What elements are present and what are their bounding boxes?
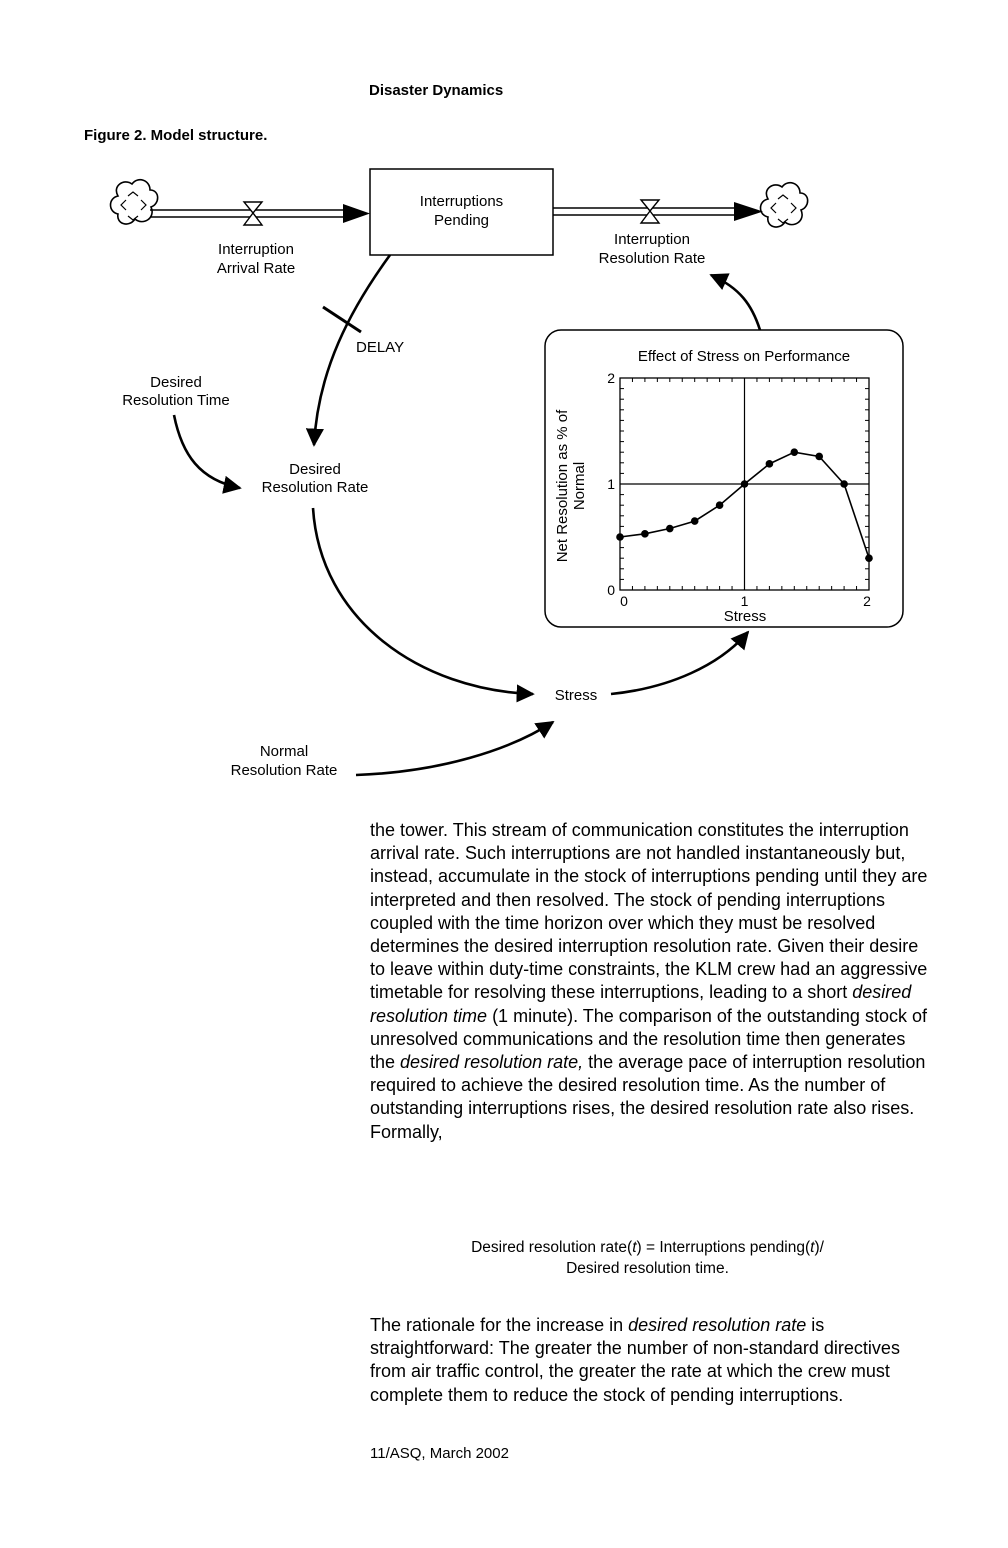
chart-panel [544,329,904,628]
inflow-pipe [150,204,370,223]
x-tick-label: 2 [863,593,871,609]
chart-point [715,501,724,510]
chart-point [815,452,823,461]
chart-point [790,448,799,457]
stress-to-effect-arrow [610,630,750,696]
equation: Desired resolution rate(t) = Interruptio… [370,1237,925,1279]
desired-resolution-rate-line1: Desired [289,461,341,478]
source-cloud-icon [109,178,159,225]
rate-to-stress-arrow [311,507,535,703]
outflow-label-line1: Interruption [614,231,690,248]
chart-point [740,480,749,488]
figure-caption: Figure 2. Model structure. [84,127,268,144]
p1-emphasis-1: desired resolution time [370,982,912,1026]
chart-point [840,480,848,488]
chart-point [616,533,624,541]
desired-resolution-time-line2: Resolution Time [122,392,230,409]
body-paragraph-1: the tower. This stream of communication … [370,819,935,1144]
running-title: Disaster Dynamics [369,82,504,99]
equation-line-1: Desired resolution rate(t) = Interruptio… [370,1237,925,1258]
eq-part-c: )/ [814,1239,824,1256]
p1-emphasis-2: desired resolution rate, [400,1052,584,1073]
stock-box [369,168,554,256]
eq-var-t: t [810,1239,815,1256]
inflow-valve-icon [242,201,264,226]
chart-ylabel-line1: Net Resolution as % of [554,409,571,562]
stock-label-line2: Pending [434,212,489,229]
desired-resolution-time-line1: Desired [150,374,202,391]
x-tick-label: 1 [741,593,749,609]
chart-point [690,517,699,525]
desired-resolution-rate-line2: Resolution Rate [262,479,369,496]
stress-label: Stress [555,687,598,704]
y-tick-label: 0 [607,582,615,598]
outflow-valve-icon [639,199,661,224]
chart-title: Effect of Stress on Performance [638,348,850,365]
normal-to-stress-arrow [355,720,555,777]
p2-text-b: is straightforward: The greater the numb… [370,1315,900,1405]
eq-var-t: t [632,1239,637,1256]
eq-part-b: ) = Interruptions pending( [636,1239,811,1256]
p1-text-a: the tower. This stream of communication … [370,820,928,1003]
chart-point [765,460,774,468]
y-tick-label: 1 [607,476,615,492]
normal-resolution-rate-line1: Normal [260,743,308,760]
model-structure-diagram: Interruptions Pending Interruption Arriv… [109,168,904,779]
delay-mark [322,305,362,334]
x-tick-label: 0 [620,593,628,609]
time-to-rate-arrow [172,414,242,494]
eq-part-a: Desired resolution rate( [471,1239,633,1256]
p1-text-c: the average pace of interruption resolut… [370,1052,926,1142]
page-footer: 11/ASQ, March 2002 [370,1445,509,1462]
body-paragraph-2: The rationale for the increase in desire… [370,1314,935,1407]
delay-link-arrow [305,254,392,447]
effect-to-outflow-arrow [709,273,762,331]
chart-ylabel-line2: Normal [571,462,588,510]
chart-points [616,448,873,562]
chart-xlabel: Stress [724,608,767,625]
chart-point [641,530,649,538]
chart-point [666,524,674,533]
sink-cloud-icon [759,181,809,228]
y-tick-label: 2 [607,370,615,386]
p2-text-a: The rationale for the increase in [370,1315,629,1335]
p1-text-b: (1 minute). The comparison of the outsta… [370,1005,927,1073]
p2-emphasis: desired resolution rate [628,1315,807,1335]
chart-tick-labels: 0 1 2 0 1 2 [607,370,871,609]
inflow-label-line2: Arrival Rate [217,260,295,277]
chart-point [865,554,873,562]
inflow-label-line1: Interruption [218,241,294,258]
stock-label-line1: Interruptions [420,193,503,210]
equation-line-2: Desired resolution time. [566,1260,729,1277]
delay-label: DELAY [356,339,404,356]
outflow-pipe [553,202,763,221]
normal-resolution-rate-line2: Resolution Rate [231,762,338,779]
outflow-label-line2: Resolution Rate [599,250,706,267]
